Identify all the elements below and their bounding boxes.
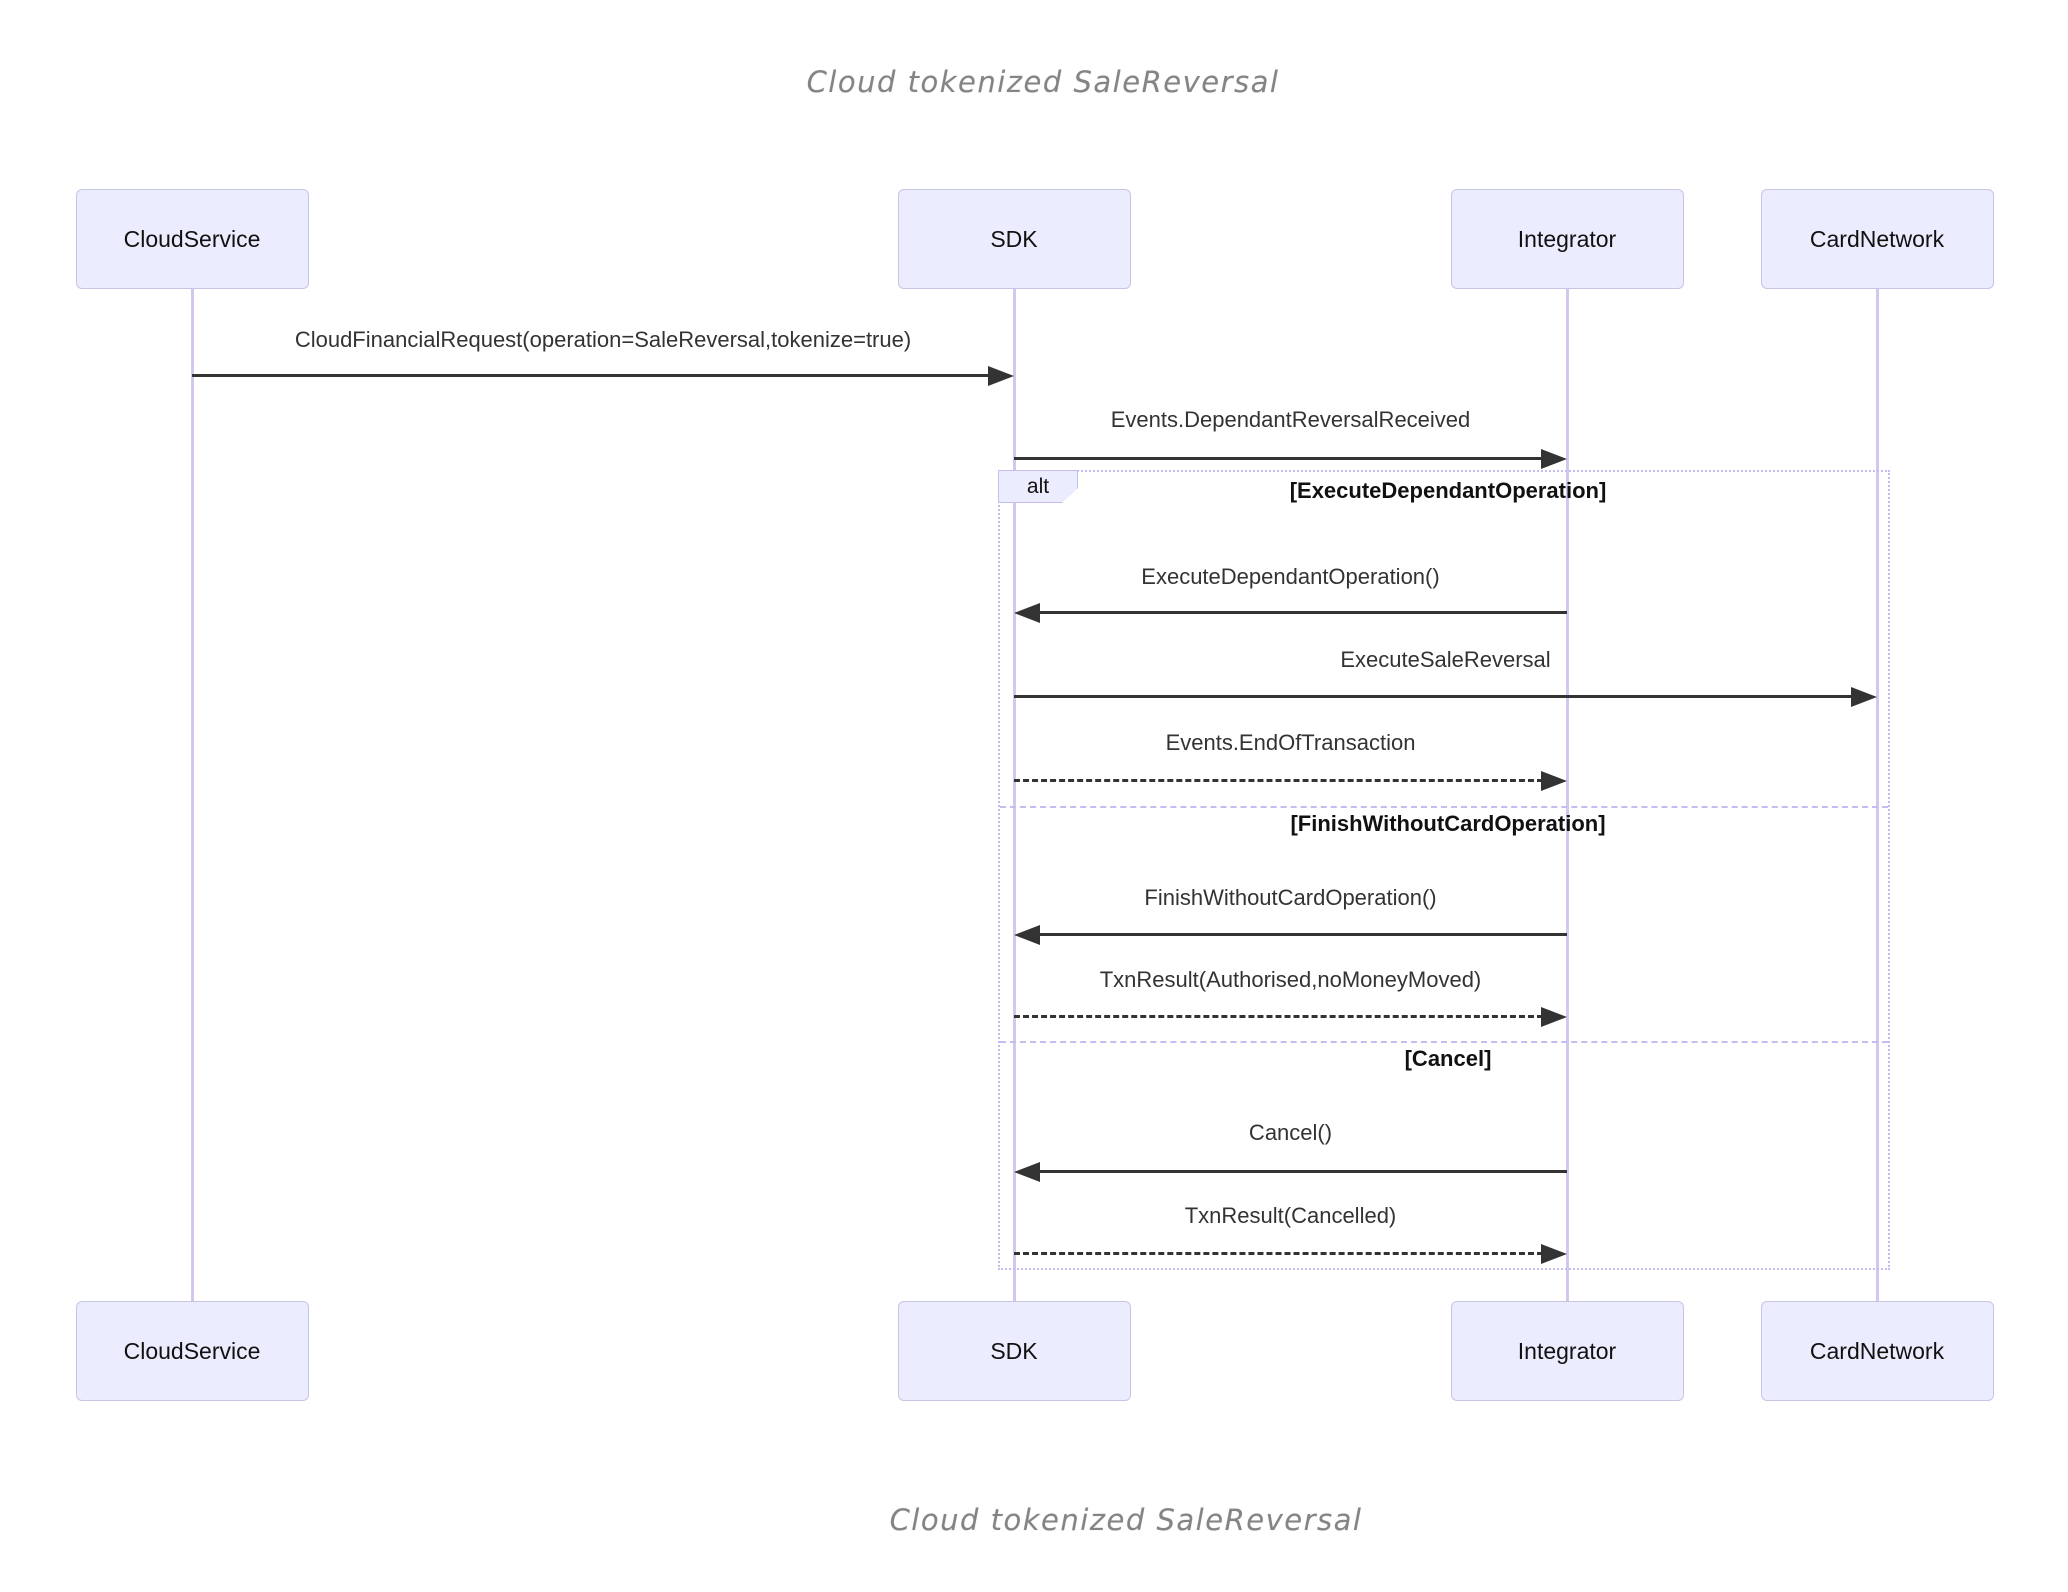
message-label: CloudFinancialRequest(operation=SaleReve… <box>294 327 912 352</box>
message-line <box>192 374 990 377</box>
message-arrowhead <box>988 365 1014 386</box>
message-arrowhead <box>1851 686 1877 707</box>
participant-top-CloudService: CloudService <box>75 189 309 289</box>
diagram-title-bottom: Cloud tokenized SaleReversal <box>889 1503 1363 1537</box>
alt-condition-label: [FinishWithoutCardOperation] <box>1290 811 1606 836</box>
alt-condition-label: [ExecuteDependantOperation] <box>1289 478 1607 503</box>
alt-divider <box>1000 806 1888 808</box>
message-label: ExecuteDependantOperation() <box>1141 564 1440 589</box>
message-line <box>1014 779 1543 782</box>
message-label: FinishWithoutCardOperation() <box>1144 885 1437 910</box>
lifeline-SDK <box>1012 289 1016 1301</box>
message-line <box>1038 1170 1567 1173</box>
participant-label: Integrator <box>1517 1337 1617 1364</box>
participant-label: CloudService <box>123 1337 261 1364</box>
message-arrowhead <box>1541 448 1567 469</box>
participant-top-SDK: SDK <box>897 189 1131 289</box>
participant-bottom-CloudService: CloudService <box>75 1301 309 1401</box>
lifeline-CloudService <box>190 289 194 1301</box>
message-line <box>1014 1252 1543 1255</box>
message-label: Cancel() <box>1248 1120 1333 1145</box>
participant-bottom-SDK: SDK <box>897 1301 1131 1401</box>
alt-divider <box>1000 1041 1888 1043</box>
lifeline-Integrator <box>1565 289 1569 1301</box>
message-label: TxnResult(Authorised,noMoneyMoved) <box>1099 967 1482 992</box>
participant-label: Integrator <box>1517 225 1617 252</box>
participant-bottom-Integrator: Integrator <box>1450 1301 1684 1401</box>
participant-label: SDK <box>990 1337 1038 1364</box>
participant-label: SDK <box>990 225 1038 252</box>
participant-top-CardNetwork: CardNetwork <box>1760 189 1994 289</box>
lifeline-CardNetwork <box>1875 289 1879 1301</box>
message-arrowhead <box>1014 924 1040 945</box>
message-line <box>1038 933 1567 936</box>
message-arrowhead <box>1541 1006 1567 1027</box>
message-line <box>1038 611 1567 614</box>
participant-label: CardNetwork <box>1809 225 1945 252</box>
message-arrowhead <box>1541 1243 1567 1264</box>
message-line <box>1014 1015 1543 1018</box>
participant-label: CloudService <box>123 225 261 252</box>
participant-bottom-CardNetwork: CardNetwork <box>1760 1301 1994 1401</box>
message-arrowhead <box>1014 602 1040 623</box>
message-label: Events.EndOfTransaction <box>1165 730 1416 755</box>
alt-operator-label: alt <box>998 470 1078 503</box>
message-label: Events.DependantReversalReceived <box>1110 407 1471 432</box>
diagram-title-top: Cloud tokenized SaleReversal <box>806 65 1280 99</box>
message-label: ExecuteSaleReversal <box>1340 647 1551 672</box>
message-arrowhead <box>1541 770 1567 791</box>
alt-condition-label: [Cancel] <box>1404 1046 1492 1071</box>
message-line <box>1014 695 1853 698</box>
participant-label: CardNetwork <box>1809 1337 1945 1364</box>
message-arrowhead <box>1014 1161 1040 1182</box>
alt-frame <box>998 470 1890 1270</box>
message-label: TxnResult(Cancelled) <box>1184 1203 1397 1228</box>
message-line <box>1014 457 1543 460</box>
participant-top-Integrator: Integrator <box>1450 189 1684 289</box>
